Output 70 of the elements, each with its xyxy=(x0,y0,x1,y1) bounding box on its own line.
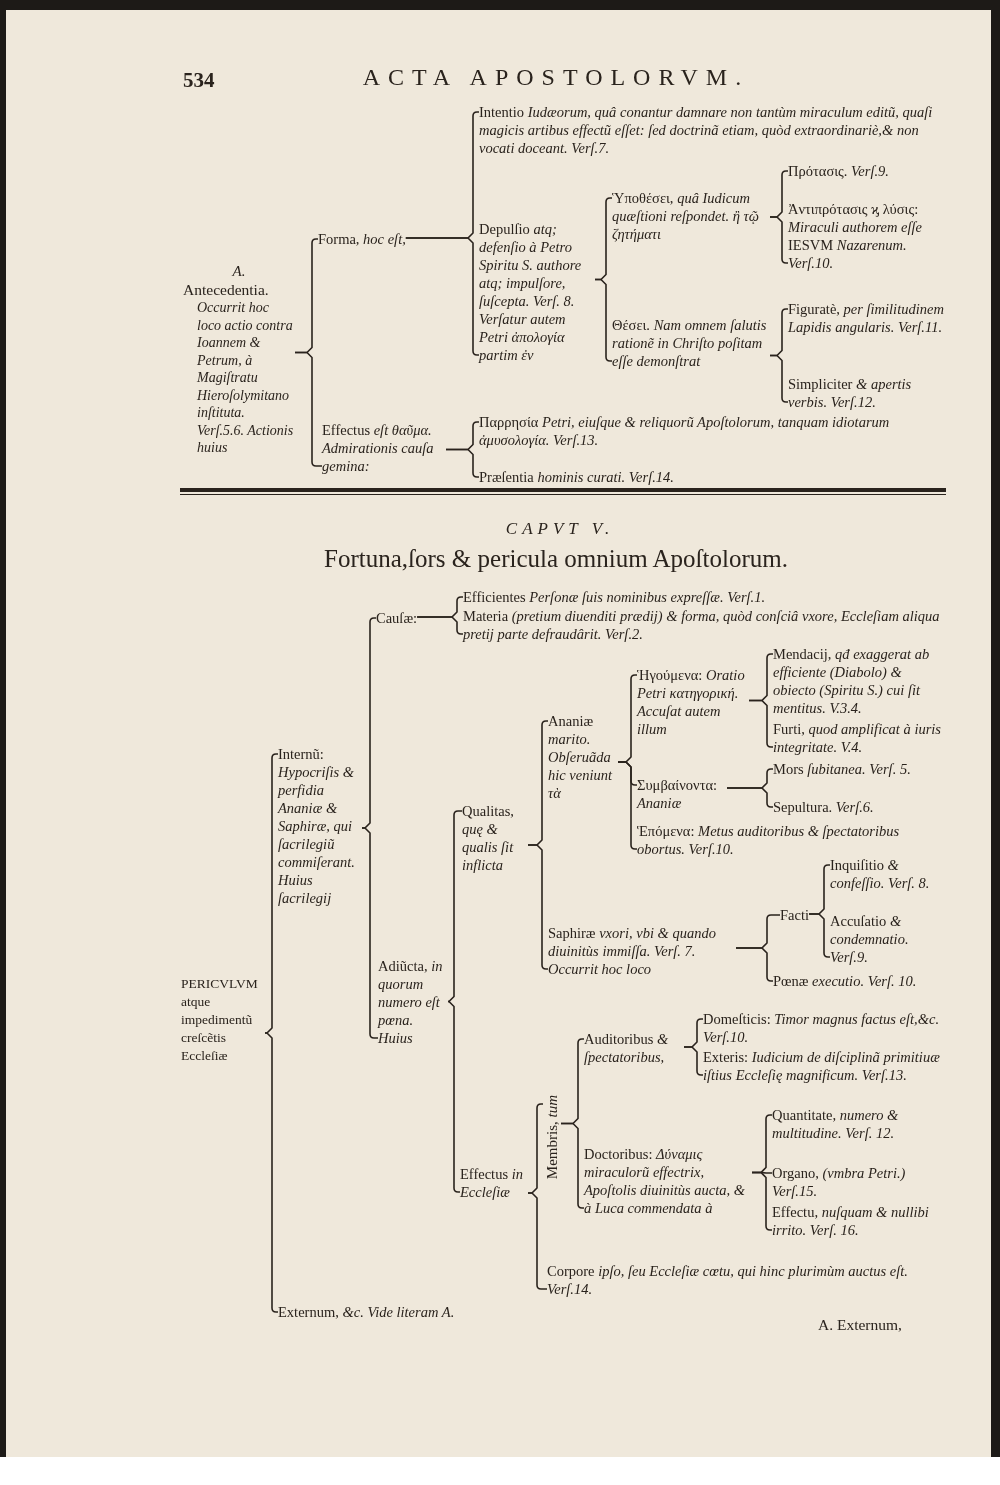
outline-entry: Πρότασις. Verſ.9. xyxy=(788,162,945,180)
outline-entry: Mendacij, qđ exaggerat ab efficiente (Diabolo) & obiecto (Spiritu S.) cui ſit mentitus. V.3.4. xyxy=(773,645,945,717)
brace-connector xyxy=(769,216,789,264)
outline-entry: Depulſio atq; defenſio à Petro Spiritu S. authore atq; impulſore, ſuſcepta. Verſ. 8. Verſatur autem Petri ἀπολογία partim ἐν xyxy=(479,220,595,364)
outline-text: Occurrit hoc loco actio contra Ioannem & Petrum, à Magiſtratu Hieroſolymitano inſtituta. Verſ.5.6. Actionis huius xyxy=(197,299,295,457)
outline-entry: Ἀντιπρότασις ϗ λύσις: Miraculi authorem eſſe IESVM Nazarenum. Verſ.10. xyxy=(788,200,945,272)
brace-connector xyxy=(527,844,549,970)
page-number: 534 xyxy=(183,68,215,93)
chapter-label: CAPVT V. xyxy=(505,519,615,539)
outline-entry: Adiũcta, in quorum numero eſt pœna. Huius xyxy=(378,957,448,1047)
brace-connector xyxy=(416,616,464,635)
brace-connector xyxy=(748,699,774,748)
brace-connector xyxy=(294,351,323,467)
outline-entry: Accuſatio & condemnatio. Verſ.9. xyxy=(830,912,945,966)
outline-entry: Forma, hoc eſt, xyxy=(318,230,406,248)
brace-connector xyxy=(594,278,613,362)
outline-entry: Ἑπόμενα: Metus auditoribus & ſpectatoribus obortus. Verſ.10. xyxy=(637,822,945,858)
outline-entry: Sepultura. Verſ.6. xyxy=(773,798,945,816)
brace-connector xyxy=(447,1000,461,1193)
outline-entry: Efficientes Perſonæ ſuis nominibus expreſſæ. Verſ.1. xyxy=(463,588,943,606)
outline-entry: Simpliciter & apertis verbis. Verſ.12. xyxy=(788,375,945,411)
outline-root: PERICVLVM atque impedimentũ creſcẽtis Eccleſiæ xyxy=(181,975,265,1065)
outline-entry: Παρρησία Petri, eiuſque & reliquorũ Apoſtolorum, tanquam idiotarum ἀμυσολογία. Verſ.13. xyxy=(479,413,945,449)
brace-connector xyxy=(264,753,279,1034)
outline-entry: Exteris: Iudicium de diſciplinã primitiuæ iſtius Eccleſię magnificum. Verſ.13. xyxy=(703,1048,945,1084)
brace-connector xyxy=(735,947,774,982)
outline-entry: Effectus in Eccleſiæ xyxy=(460,1165,528,1201)
outline-heading: Antecedentia. xyxy=(183,280,270,299)
outline-entry: Συμβαίνοντα: Ananiæ xyxy=(637,776,727,812)
outline-entry: Auditoribus & ſpectatoribus, xyxy=(584,1030,684,1066)
outline-entry: Internũ: Hypocriſis & perfidia Ananiæ & Saphiræ, qui ſacrilegiũ commiſerant. Huius ſacrilegij xyxy=(278,745,362,907)
outline-entry: Intentio Iudæorum, quâ conantur damnare non tantùm miraculum editũ, quaſi magicis artibus effectũ eſſet: ſed doctrinã etiam, quòd extraordinariè,& non vocati doceant. Verſ.7. xyxy=(479,103,945,157)
outline-entry: Pœnæ executio. Verſ. 10. xyxy=(773,972,945,990)
outline-entry: Inquiſitio & confeſſio. Verſ. 8. xyxy=(830,856,945,892)
outline-entry: Furti, quod amplificat à iuris integritate. V.4. xyxy=(773,720,945,756)
reference-letter: A. xyxy=(231,262,247,280)
outline-entry: Externum, &c. Vide literam A. xyxy=(278,1303,455,1321)
outline-entry: Θέσει. Nam omnem ſalutis rationẽ in Chriſto poſitam eſſe demonſtrat xyxy=(612,316,770,370)
outline-entry: Materia (pretium diuenditi prædij) & forma, quòd conſciâ vxore, Eccleſiam aliqua pretij parte defraudârit. Verſ.2. xyxy=(463,607,945,643)
outline-entry: Organo, (vmbra Petri.) Verſ.15. xyxy=(772,1164,945,1200)
outline-entry: Doctoribus: Δύναμις miraculorũ effectrix, Apoſtolis diuinitùs aucta, & à Luca commendata à xyxy=(584,1145,752,1217)
brace-connector xyxy=(683,1046,704,1076)
catchword: A. Externum, xyxy=(818,1316,902,1334)
brace-connector xyxy=(445,448,480,478)
brace-connector xyxy=(751,1171,773,1231)
brace-connector xyxy=(560,1122,585,1209)
outline-entry: Ananiæ marito. Obſeruãda hic veniunt τὰ xyxy=(548,712,618,802)
brace-connector xyxy=(264,1032,279,1313)
outline-entry: Cauſæ: xyxy=(376,609,418,627)
outline-entry: Præſentia hominis curati. Verſ.14. xyxy=(479,468,779,486)
outline-entry: Ὑποθέσει, quâ Iudicum quæſtioni reſpondet. ἢ τῷ ζητήματι xyxy=(612,189,770,243)
running-head: ACTA APOSTOLORVM. xyxy=(362,64,750,91)
brace-connector xyxy=(617,761,638,850)
outline-entry: Ἡγούμενα: Oratio Petri κατηγορική. Accuſat autem illum xyxy=(637,666,749,738)
outline-entry: Quantitate, numero & multitudine. Verſ. 12. xyxy=(772,1106,945,1142)
chapter-title: Fortuna,ſors & pericula omnium Apoſtolorum. xyxy=(324,545,788,573)
outline-entry: Effectus eſt θαῦμα. Admirationis cauſa gemina: xyxy=(322,421,446,475)
outline-entry: Qualitas, quę & qualis ſit inflicta xyxy=(462,802,528,874)
outline-entry: Facti xyxy=(780,906,809,924)
outline-entry: Figuratè, per ſimilitudinem Lapidis angularis. Verſ.11. xyxy=(788,300,945,336)
outline-entry: Effectu, nuſquam & nullibi irrito. Verſ. 16. xyxy=(772,1203,945,1239)
brace-connector xyxy=(808,913,831,958)
outline-entry: Domeſticis: Timor magnus factus eſt,&c. Verſ.10. xyxy=(703,1010,945,1046)
brace-connector xyxy=(726,787,774,808)
outline-entry: Mors ſubitanea. Verſ. 5. xyxy=(773,760,945,778)
brace-connector xyxy=(405,237,480,356)
vertical-label: Membris, tum xyxy=(543,1095,561,1180)
outline-entry: Corpore ipſo, ſeu Eccleſiæ cœtu, qui hinc plurimùm auctus eſt. Verſ.14. xyxy=(547,1262,945,1298)
outline-entry: Saphiræ vxori, vbi & quando diuinitùs immiſſa. Verſ. 7. Occurrit hoc loco xyxy=(548,924,736,978)
brace-connector xyxy=(769,354,789,403)
